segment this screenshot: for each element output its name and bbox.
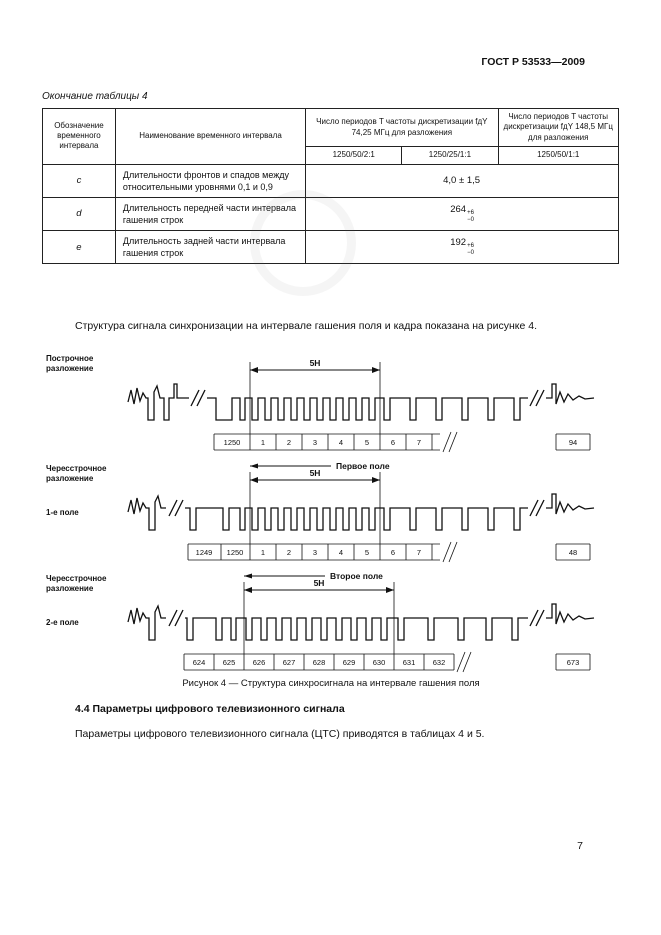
tick-label: 1 [261, 438, 265, 447]
col-header-74mhz: Число периодов T частоты дискретизации f… [305, 107, 499, 148]
value-tolerance: +6−0 [467, 243, 474, 257]
tick-label: 630 [373, 658, 386, 667]
line-number-scale: 624 625 626 627 628 629 630 631 632 673 [183, 651, 591, 673]
page-number: 7 [577, 840, 583, 852]
tick-label: 625 [223, 658, 236, 667]
field-arrow-label: Первое поле [336, 461, 390, 471]
waveform-label: Чересстрочное разложение [46, 464, 124, 484]
tolerance-lower: −0 [467, 216, 474, 223]
span-5h-label: 5Н [310, 468, 321, 478]
tick-label: 626 [253, 658, 266, 667]
waveform-interlaced-field1: Чересстрочное разложение 1-е поле Первое… [46, 458, 616, 564]
subcol-1250-50-1: 1250/50/1:1 [497, 146, 619, 165]
figure-4: Построчное разложение 5Н [46, 348, 616, 698]
tick-label: 632 [433, 658, 446, 667]
table-row-c: c Длительности фронтов и спадов между от… [42, 163, 619, 198]
row-name: Длительность передней части интервала га… [114, 196, 307, 232]
line-number-scale: 1250 1 2 3 4 5 6 7 94 [213, 431, 591, 453]
row-symbol: d [42, 196, 116, 232]
tick-label: 6 [391, 438, 395, 447]
tick-label: 2 [287, 438, 291, 447]
tick-label: 94 [569, 438, 577, 447]
row-value: 264+6−0 [305, 196, 619, 232]
span-5h-label: 5Н [314, 578, 325, 588]
section-paragraph: Параметры цифрового телевизионного сигна… [75, 728, 485, 740]
col-header-designation: Обозначение временного интервала [42, 108, 116, 165]
waveform-svg-field1: Первое поле 5Н [127, 461, 595, 563]
tick-label: 4 [339, 438, 343, 447]
tick-label: 3 [313, 548, 317, 557]
waveform-label-line2: разложение [46, 584, 94, 593]
field-arrow-label: Второе поле [330, 571, 383, 581]
waveform-label: Чересстрочное разложение [46, 574, 124, 594]
value-number: 192 [450, 237, 467, 249]
tick-label: 628 [313, 658, 326, 667]
dimension-5h: 5Н [249, 468, 381, 544]
waveform-label-line1: Чересстрочное [46, 574, 107, 583]
tick-label: 673 [567, 658, 580, 667]
tick-label: 7 [417, 438, 421, 447]
value-number: 264 [450, 204, 467, 216]
tick-label: 624 [193, 658, 206, 667]
waveform-label-line1: Чересстрочное [46, 464, 107, 473]
tick-label: 631 [403, 658, 416, 667]
waveform-trace [127, 603, 595, 641]
field-label: 1-е поле [46, 508, 79, 517]
tick-label: 2 [287, 548, 291, 557]
tick-label: 5 [365, 438, 369, 447]
tick-label: 1249 [196, 548, 213, 557]
waveform-trace [127, 493, 595, 531]
subcol-1250-50-2: 1250/50/2:1 [305, 146, 403, 165]
tick-label: 1250 [224, 438, 241, 447]
row-value: 192+6−0 [305, 230, 619, 265]
field-arrow: Первое поле [250, 461, 390, 471]
waveform-progressive: Построчное разложение 5Н [46, 348, 616, 454]
dimension-5h: 5Н [243, 578, 395, 654]
section-heading: 4.4 Параметры цифрового телевизионного с… [75, 703, 345, 715]
row-name: Длительность задней части интервала гаше… [114, 230, 307, 265]
field-arrow: Второе поле [244, 571, 383, 581]
row-symbol: e [42, 230, 116, 265]
waveform-label-line1: Построчное [46, 354, 94, 363]
figure-caption: Рисунок 4 — Структура синхросигнала на и… [182, 678, 480, 689]
field-label: 2-е поле [46, 618, 79, 627]
tick-label: 1250 [227, 548, 244, 557]
table-continuation-label: Окончание таблицы 4 [42, 91, 148, 102]
waveform-svg-field2: Второе поле 5Н [127, 571, 595, 673]
subcol-1250-25-1: 1250/25/1:1 [401, 146, 499, 165]
tick-label: 627 [283, 658, 296, 667]
intro-paragraph: Структура сигнала синхронизации на интер… [75, 320, 538, 332]
doc-number: ГОСТ Р 53533—2009 [481, 56, 585, 68]
tick-label: 1 [261, 548, 265, 557]
col-header-148mhz: Число периодов T частоты дискретизации f… [497, 107, 619, 148]
tick-label: 7 [417, 548, 421, 557]
tolerance-lower: −0 [467, 250, 474, 257]
tolerance-upper: +6 [467, 210, 474, 217]
span-5h-label: 5Н [310, 358, 321, 368]
tick-label: 5 [365, 548, 369, 557]
table-4: Обозначение временного интервала Наимено… [42, 107, 619, 265]
waveform-interlaced-field2: Чересстрочное разложение 2-е поле Второе… [46, 568, 616, 674]
col-header-name: Наименование временного интервала [114, 108, 307, 165]
value-number: 4,0 ± 1,5 [443, 175, 481, 187]
value-tolerance: +6−0 [467, 210, 474, 224]
waveform-trace [127, 383, 595, 421]
tick-label: 48 [569, 548, 577, 557]
row-symbol: c [42, 163, 116, 198]
line-number-scale: 1249 1250 1 2 3 4 5 6 7 48 [187, 541, 591, 563]
table-row-d: d Длительность передней части интервала … [42, 196, 619, 232]
tick-label: 3 [313, 438, 317, 447]
table-row-e: e Длительность задней части интервала га… [42, 230, 619, 265]
tolerance-upper: +6 [467, 243, 474, 250]
tick-label: 4 [339, 548, 343, 557]
tick-label: 629 [343, 658, 356, 667]
waveform-label-line2: разложение [46, 474, 94, 483]
row-name: Длительности фронтов и спадов между отно… [114, 163, 307, 198]
tick-label: 6 [391, 548, 395, 557]
dimension-5h: 5Н [249, 358, 381, 434]
waveform-label: Построчное разложение [46, 354, 124, 374]
waveform-label-line2: разложение [46, 364, 94, 373]
row-value: 4,0 ± 1,5 [305, 163, 619, 198]
waveform-svg-progressive: 5Н [127, 358, 595, 453]
